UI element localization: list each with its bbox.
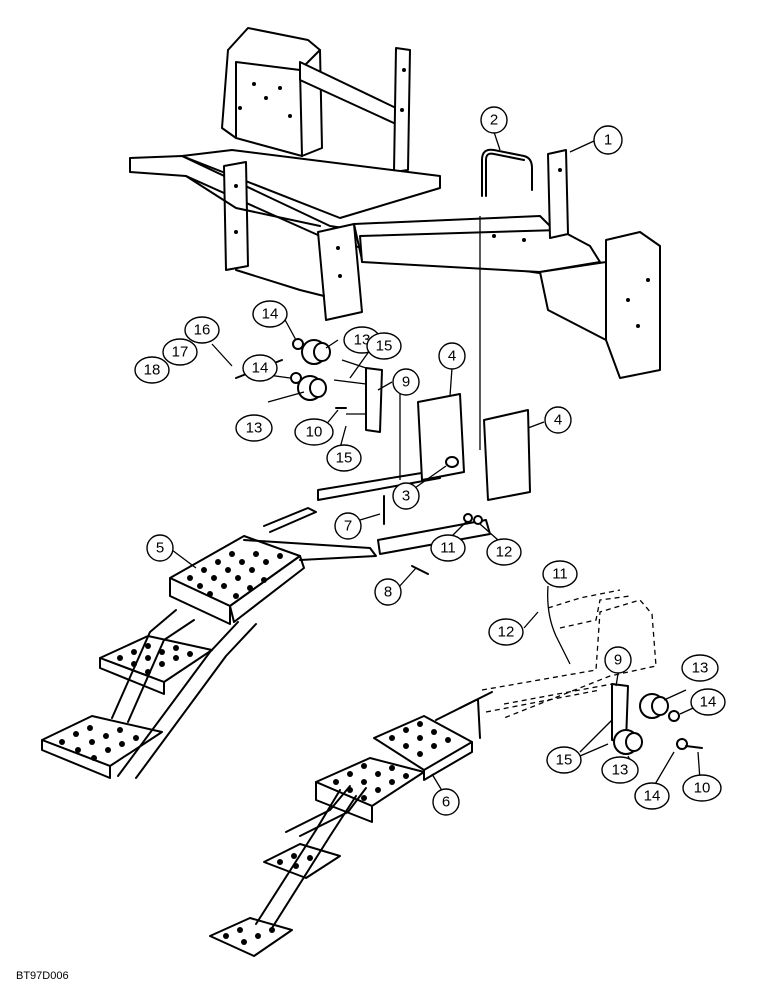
main-frame-drawing: [129, 27, 661, 379]
svg-text:14: 14: [262, 306, 279, 323]
callout-9a: 9: [392, 368, 420, 396]
upper-step-drawing: [41, 507, 377, 779]
u-bolt-drawing: [481, 148, 533, 197]
lower-step-drawing: [209, 589, 703, 957]
svg-text:4: 4: [554, 412, 562, 429]
callout-11a: 11: [430, 534, 466, 562]
callout-9b: 9: [604, 646, 632, 674]
callout-10a: 10: [294, 418, 334, 446]
callout-15c: 15: [546, 746, 582, 774]
callout-1: 1: [593, 125, 623, 155]
callout-13d: 13: [601, 756, 639, 784]
svg-text:2: 2: [490, 112, 498, 129]
svg-text:11: 11: [552, 566, 568, 583]
svg-text:13: 13: [612, 762, 629, 779]
callout-4b: 4: [544, 406, 572, 434]
svg-text:9: 9: [614, 652, 622, 669]
svg-text:15: 15: [556, 752, 573, 769]
callout-18: 18: [134, 356, 170, 384]
svg-text:6: 6: [442, 794, 450, 811]
callout-7: 7: [334, 512, 362, 540]
svg-text:9: 9: [402, 374, 410, 391]
leader-lines: [171, 131, 703, 795]
callout-3: 3: [392, 482, 420, 510]
svg-text:14: 14: [252, 360, 269, 377]
callout-10b: 10: [682, 774, 722, 802]
svg-text:13: 13: [692, 660, 709, 677]
callout-5: 5: [146, 534, 174, 562]
roller-hardware-drawing: [235, 338, 383, 433]
mount-tubes-drawing: [317, 216, 531, 575]
callout-16: 16: [184, 316, 220, 344]
svg-text:7: 7: [344, 518, 352, 535]
svg-text:18: 18: [144, 362, 161, 379]
lower-step-tread-holes: [223, 721, 451, 945]
svg-text:13: 13: [246, 420, 263, 437]
svg-text:16: 16: [194, 322, 211, 339]
callout-12a: 12: [486, 538, 522, 566]
callout-12b: 12: [488, 618, 524, 646]
callout-17: 17: [162, 338, 198, 366]
svg-text:3: 3: [402, 488, 410, 505]
svg-text:12: 12: [496, 544, 513, 561]
callout-14c: 14: [690, 688, 726, 716]
callout-14a: 14: [252, 300, 288, 328]
svg-text:8: 8: [384, 584, 392, 601]
svg-text:12: 12: [498, 624, 515, 641]
callout-2: 2: [480, 106, 508, 134]
svg-text:10: 10: [306, 424, 323, 441]
callout-11b: 11: [542, 560, 578, 588]
drawing-reference-code: BT97D006: [16, 970, 69, 982]
svg-text:13: 13: [354, 332, 371, 349]
svg-text:15: 15: [376, 338, 393, 355]
svg-text:11: 11: [440, 540, 456, 557]
svg-text:17: 17: [172, 344, 189, 361]
callout-15b: 15: [326, 444, 362, 472]
svg-text:4: 4: [448, 348, 456, 365]
callout-4a: 4: [438, 342, 466, 370]
upper-step-tread-holes: [59, 551, 283, 761]
callout-14d: 14: [634, 782, 670, 810]
svg-text:10: 10: [694, 780, 711, 797]
callout-13b: 13: [235, 414, 273, 442]
callout-14b: 14: [242, 354, 278, 382]
svg-text:14: 14: [644, 788, 661, 805]
svg-text:1: 1: [604, 132, 612, 149]
callout-15a: 15: [366, 332, 402, 360]
svg-text:14: 14: [700, 694, 717, 711]
svg-text:15: 15: [336, 450, 353, 467]
callout-6: 6: [432, 788, 460, 816]
callout-13c: 13: [681, 654, 719, 682]
svg-text:5: 5: [156, 540, 164, 557]
callout-8: 8: [374, 578, 402, 606]
